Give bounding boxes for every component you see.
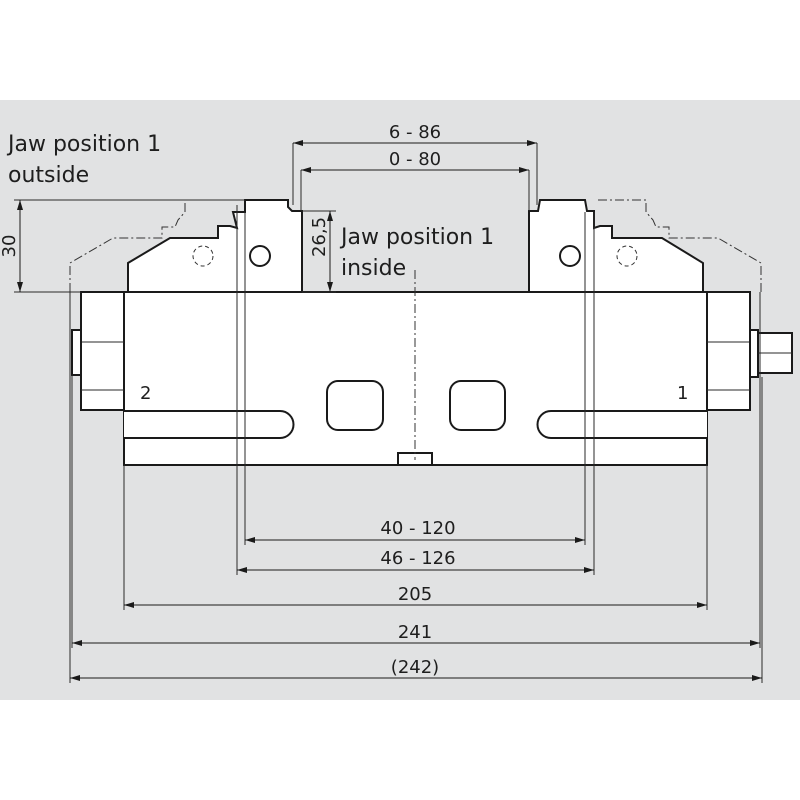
- inside-label-line1: Jaw position 1: [339, 225, 494, 250]
- left-jaw-hidden-hole: [192, 245, 214, 267]
- dim-height-inside: 26,5: [309, 217, 330, 257]
- extension-lines: [14, 143, 763, 683]
- right-end-block: [706, 291, 751, 411]
- left-end-block: [80, 291, 125, 411]
- dim-overall-length: 241: [398, 622, 432, 643]
- outside-label-line2: outside: [8, 163, 89, 188]
- left-slot: [124, 410, 295, 439]
- jaw-number-right: 1: [677, 383, 688, 404]
- dim-height-outside: 30: [0, 235, 20, 258]
- dim-top-inner: 0 - 80: [389, 149, 441, 170]
- right-slot: [536, 410, 707, 439]
- right-jaw: [528, 199, 704, 293]
- dim-clamp-outer: 46 - 126: [380, 548, 455, 569]
- right-jaw-hidden-hole: [616, 245, 638, 267]
- left-pocket: [326, 380, 384, 431]
- left-jaw-outside-outline: [69, 199, 233, 292]
- left-jaw-hole: [249, 245, 271, 267]
- right-jaw-outside-outline: [598, 199, 762, 292]
- dim-body-length: 205: [398, 584, 432, 605]
- dimension-lines: [17, 140, 762, 681]
- left-jaw: [127, 199, 303, 293]
- right-jaw-hole: [559, 245, 581, 267]
- spindle-flange: [749, 329, 759, 378]
- right-pocket: [449, 380, 506, 431]
- dim-overall-length-ref: (242): [391, 657, 439, 678]
- dim-clamp-inner: 40 - 120: [380, 518, 455, 539]
- dim-top-outer: 6 - 86: [389, 122, 441, 143]
- outside-label-line1: Jaw position 1: [6, 132, 161, 157]
- inside-label-line2: inside: [341, 256, 406, 281]
- jaw-number-left: 2: [140, 383, 151, 404]
- left-knob: [71, 329, 82, 376]
